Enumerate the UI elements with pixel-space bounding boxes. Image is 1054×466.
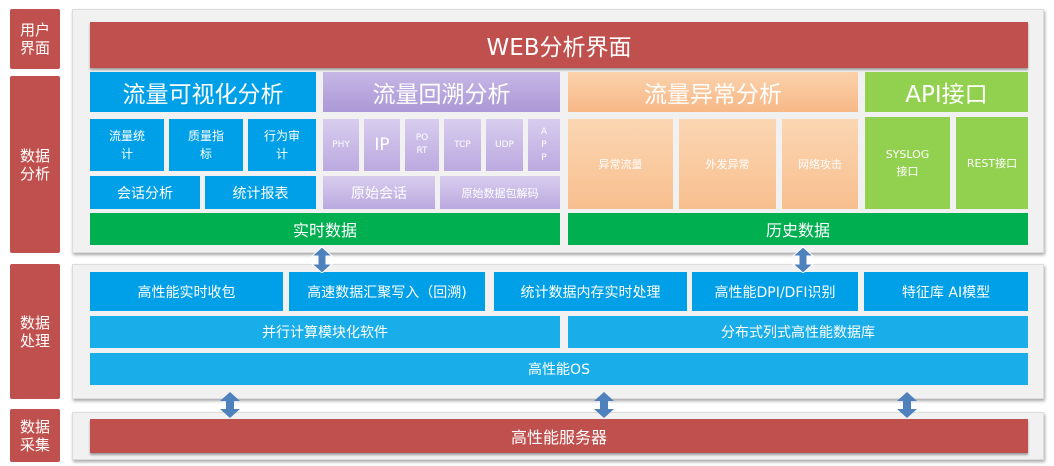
traffic-trace-title: 流量回溯分析 bbox=[323, 72, 560, 112]
session-analysis-box: 会话分析 bbox=[90, 176, 200, 209]
arrow-os-to-server-right bbox=[895, 392, 919, 418]
web-ui-bar: WEB分析界面 bbox=[90, 22, 1028, 68]
parallel-computing-bar: 并行计算模块化软件 bbox=[90, 316, 560, 348]
abnormal-traffic-box: 异常流量 bbox=[568, 119, 673, 209]
high-performance-os-bar: 高性能OS bbox=[90, 353, 1028, 385]
network-attack-box: 网络攻击 bbox=[782, 119, 858, 209]
outbound-anomaly-box: 外发异常 bbox=[679, 119, 776, 209]
api-title: API接口 bbox=[865, 72, 1028, 112]
layer-label-ui: 用户界面 bbox=[10, 9, 60, 69]
arrow-os-to-server-center bbox=[592, 392, 616, 418]
traffic-visual-title: 流量可视化分析 bbox=[90, 72, 316, 112]
dpi-dfi-box: 高性能DPI/DFI识别 bbox=[692, 272, 858, 311]
layer-label-collection: 数据采集 bbox=[10, 409, 60, 462]
layer-label-processing: 数据处理 bbox=[10, 264, 60, 399]
rest-interface-box: REST接口 bbox=[956, 117, 1028, 209]
data-aggregation-box: 高速数据汇聚写入（回溯) bbox=[289, 272, 485, 311]
behavior-audit-box: 行为审计 bbox=[248, 119, 316, 171]
signature-ai-box: 特征库 AI模型 bbox=[864, 272, 1028, 311]
protocol-phy-box: PHY bbox=[323, 119, 359, 171]
realtime-capture-box: 高性能实时收包 bbox=[90, 272, 283, 311]
memory-realtime-processing-box: 统计数据内存实时处理 bbox=[494, 272, 687, 311]
distributed-db-bar: 分布式列式高性能数据库 bbox=[568, 316, 1028, 348]
history-data-bar: 历史数据 bbox=[568, 213, 1028, 245]
protocol-app-box: APP bbox=[528, 119, 560, 171]
layer-label-analysis: 数据分析 bbox=[10, 76, 60, 253]
traffic-stats-box: 流量统计 bbox=[90, 119, 164, 171]
protocol-ip-box: IP bbox=[364, 119, 400, 171]
protocol-tcp-box: TCP bbox=[444, 119, 481, 171]
protocol-port-box: PORT bbox=[405, 119, 439, 171]
syslog-interface-box: SYSLOG接口 bbox=[865, 117, 950, 209]
protocol-app-label: APP bbox=[540, 126, 548, 163]
protocol-udp-box: UDP bbox=[486, 119, 523, 171]
stats-report-box: 统计报表 bbox=[205, 176, 316, 209]
realtime-data-bar: 实时数据 bbox=[90, 213, 560, 245]
quality-metrics-box: 质量指标 bbox=[169, 119, 243, 171]
traffic-anomaly-title: 流量异常分析 bbox=[568, 72, 858, 112]
high-performance-server-bar: 高性能服务器 bbox=[90, 419, 1028, 453]
protocol-port-label: PORT bbox=[415, 133, 429, 156]
arrow-realtime-to-processing bbox=[310, 247, 334, 273]
arrow-history-to-processing bbox=[791, 247, 815, 273]
raw-packet-decode-box: 原始数据包解码 bbox=[440, 176, 560, 209]
arrow-os-to-server-left bbox=[218, 392, 242, 418]
raw-session-box: 原始会话 bbox=[323, 176, 435, 209]
